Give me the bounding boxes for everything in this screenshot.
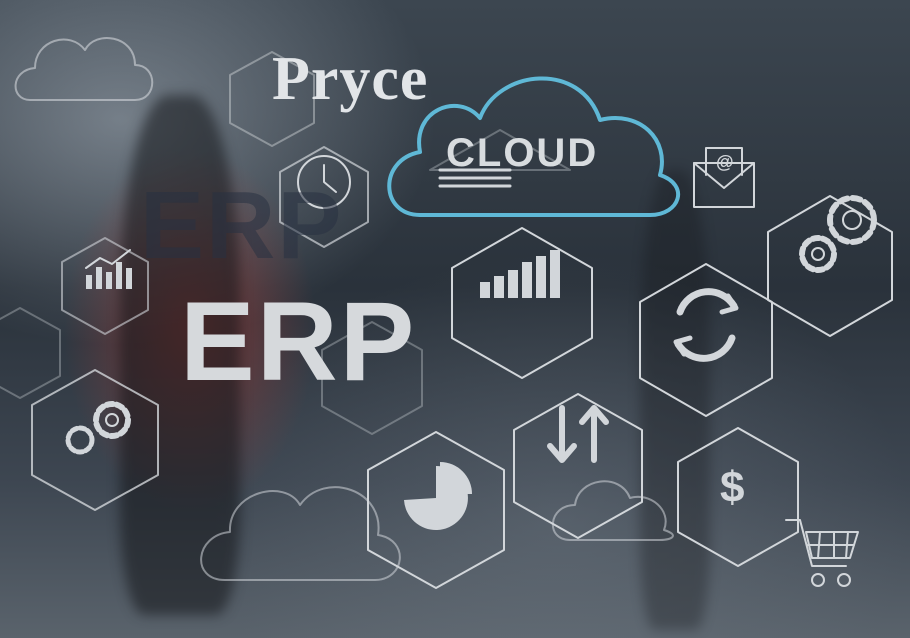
clock-icon [229, 51, 369, 248]
erp-ghost-text: ERP [140, 172, 344, 279]
email-icon: @ [693, 147, 755, 208]
shopping-cart-icon [785, 519, 859, 587]
bar-chart-icon [61, 237, 149, 335]
brand-logo-text: Pryce [272, 45, 429, 113]
cloud-label: CLOUD [446, 131, 599, 175]
gears-icon [767, 195, 893, 337]
equalizer-chart-icon [451, 227, 593, 379]
svg-text:$: $ [720, 463, 744, 512]
cloud-icon [14, 37, 154, 101]
pie-chart-icon [367, 431, 505, 589]
cloud-icon [552, 480, 674, 541]
cloud-icon [387, 76, 681, 217]
transfer-arrows-icon [513, 393, 643, 539]
blurred-person [120, 95, 240, 615]
dollar-icon: $ [677, 427, 799, 567]
blurred-person [640, 170, 710, 630]
cloud-icon [200, 486, 401, 581]
hexagon-outline [0, 129, 571, 435]
gears-icon [31, 369, 159, 511]
svg-text:@: @ [716, 152, 734, 172]
refresh-icon [639, 263, 773, 417]
erp-headline: ERP [180, 279, 417, 404]
